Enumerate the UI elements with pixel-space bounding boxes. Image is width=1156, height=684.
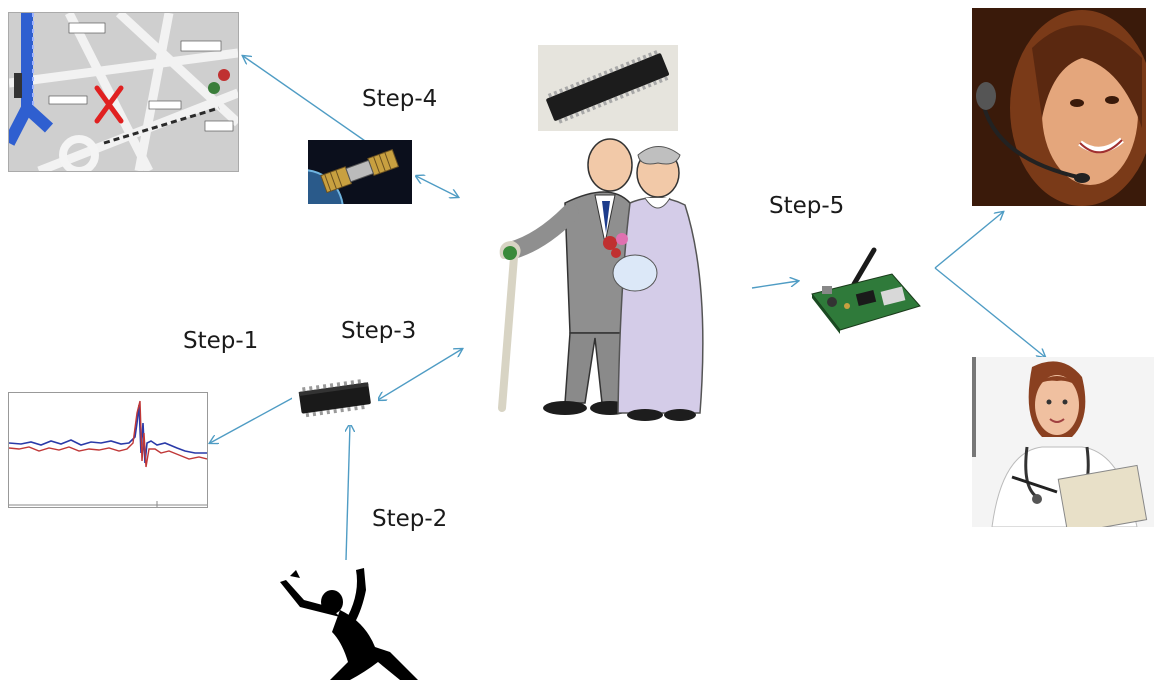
- step-2-label: Step-2: [372, 506, 447, 532]
- arrow-gsm-to-doctor: [935, 268, 1045, 357]
- arrow-fall-to-chip: [346, 424, 350, 560]
- arrow-couple-to-gsm: [752, 281, 798, 288]
- accelerometer-graph-image: [8, 392, 208, 508]
- step-5-label: Step-5: [769, 193, 844, 219]
- sensor-chip-image: [292, 373, 378, 425]
- falling-person-silhouette: [270, 562, 420, 682]
- doctor-image: [972, 357, 1154, 527]
- gsm-module-image: [802, 244, 924, 334]
- step-3-label: Step-3: [341, 318, 416, 344]
- map-image: [8, 12, 239, 172]
- arrow-satellite-to-map: [243, 56, 368, 143]
- step-4-label: Step-4: [362, 86, 437, 112]
- arrow-chip-to-graph: [210, 395, 298, 443]
- microcontroller-chip-image: [538, 45, 678, 131]
- elderly-couple-image: [470, 133, 750, 438]
- call-center-operator-image: [972, 8, 1146, 206]
- arrow-gsm-to-operator: [935, 212, 1003, 268]
- arrow-chip-couple: [378, 349, 462, 400]
- step-1-label: Step-1: [183, 328, 258, 354]
- satellite-image: [308, 140, 412, 204]
- arrow-satellite-couple: [416, 176, 458, 197]
